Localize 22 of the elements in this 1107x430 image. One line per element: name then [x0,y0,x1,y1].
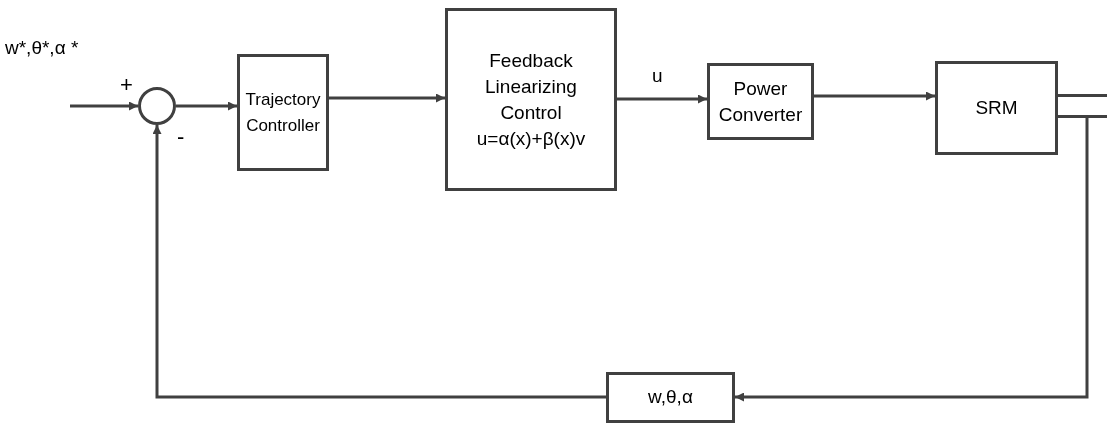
edge-label: w*,θ*,α * [5,38,79,57]
arrow [70,101,138,111]
block-box [445,8,617,191]
block-label: w,θ,α [648,385,693,410]
block-label: Trajectory Controller [244,88,322,137]
block-box [237,54,329,171]
block-box [935,61,1058,155]
block-box [707,63,814,140]
summing-junction [138,87,176,125]
sign-label: - [177,126,185,148]
block-box [606,372,735,423]
arrow [814,91,935,101]
arrow [329,93,445,103]
arrow [735,118,1089,402]
arrow [152,125,606,399]
motor-shaft [1058,94,1107,118]
arrow [617,94,707,104]
block-label: Power Converter [717,76,804,127]
block-label: SRM [975,95,1018,120]
block-label: u=α(x)+β(x)v [476,126,586,151]
arrow [176,101,237,111]
sign-label: + [120,74,133,96]
